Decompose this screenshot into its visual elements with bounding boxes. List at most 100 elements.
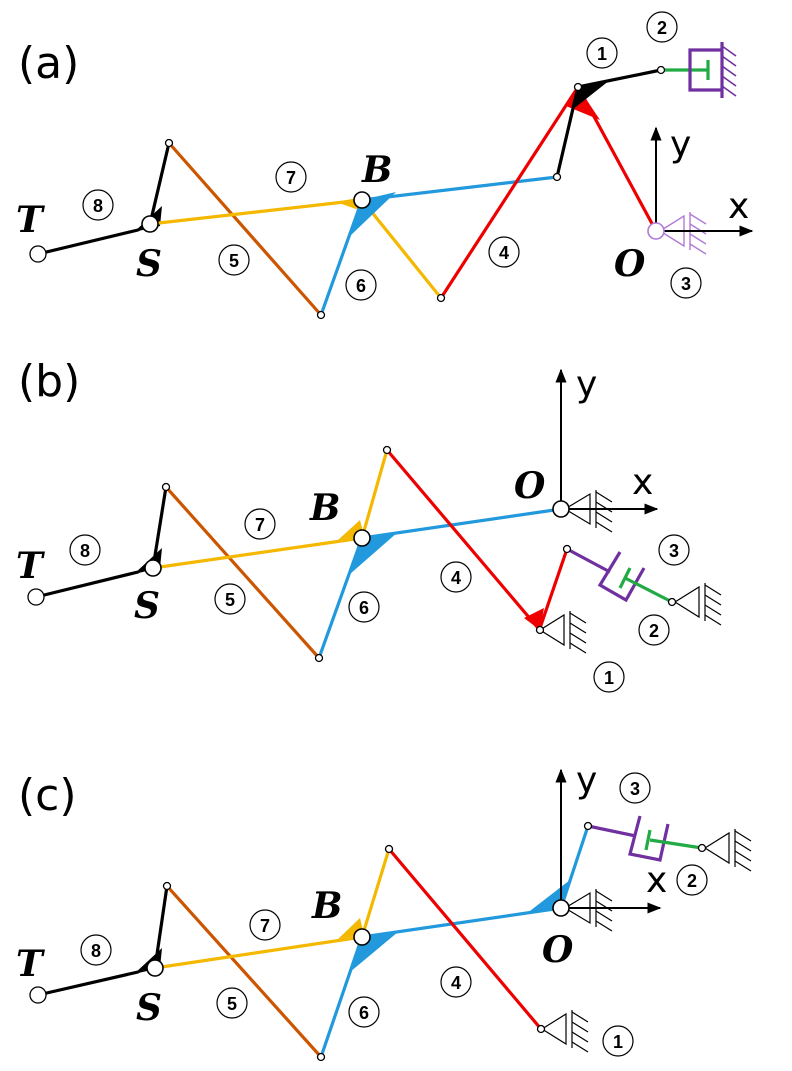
panel-c: (c) bbox=[16, 760, 752, 1062]
support-2-b bbox=[673, 583, 722, 626]
link-1-upper bbox=[576, 68, 663, 89]
spring-2-cap-c bbox=[644, 829, 652, 851]
svg-text:6: 6 bbox=[359, 1003, 369, 1023]
marker-5-c: 5 bbox=[216, 987, 248, 1019]
joint-b-2 bbox=[314, 653, 324, 663]
damper-link-b bbox=[566, 547, 611, 574]
joint-a-1 bbox=[164, 138, 174, 148]
marker-3-c: 3 bbox=[619, 772, 651, 804]
svg-text:8: 8 bbox=[93, 196, 103, 216]
svg-text:1: 1 bbox=[604, 668, 614, 688]
marker-8-c: 8 bbox=[80, 934, 112, 966]
marker-8-a: 8 bbox=[82, 189, 114, 221]
link-5-c bbox=[165, 884, 323, 1059]
joint-b-4 bbox=[535, 625, 545, 635]
svg-text:6: 6 bbox=[359, 598, 369, 618]
svg-text:5: 5 bbox=[225, 590, 235, 610]
marker-5-a: 5 bbox=[218, 244, 250, 276]
svg-text:2: 2 bbox=[649, 621, 659, 641]
link-7-b bbox=[151, 536, 364, 570]
marker-7-b: 7 bbox=[244, 508, 276, 540]
marker-8-b: 8 bbox=[69, 534, 101, 566]
spring-2-cap-b bbox=[618, 567, 632, 589]
joint-a-3 bbox=[436, 293, 446, 303]
joint-s-b bbox=[144, 559, 162, 577]
marker-4-b: 4 bbox=[440, 561, 472, 593]
point-label-o-c: O bbox=[542, 929, 574, 971]
svg-text:4: 4 bbox=[499, 243, 509, 263]
panel-label-c: (c) bbox=[18, 770, 77, 821]
point-label-b-c: B bbox=[311, 885, 342, 927]
marker-4-c: 4 bbox=[440, 966, 472, 998]
marker-4-a: 4 bbox=[488, 236, 520, 268]
marker-6-c: 6 bbox=[348, 996, 380, 1028]
link-6 bbox=[319, 198, 364, 317]
svg-text:7: 7 bbox=[260, 916, 270, 936]
joint-t-c bbox=[29, 986, 47, 1004]
damper-3-b bbox=[597, 551, 646, 603]
joint-s-a bbox=[141, 215, 159, 233]
marker-1-c: 1 bbox=[602, 1025, 634, 1057]
joint-a-5 bbox=[573, 82, 583, 92]
joint-o-a bbox=[647, 222, 665, 240]
point-label-b-b: B bbox=[309, 487, 340, 529]
panel-label-a: (a) bbox=[18, 38, 79, 89]
svg-text:1: 1 bbox=[613, 1032, 623, 1052]
panel-label-b: (b) bbox=[18, 356, 80, 407]
link-5 bbox=[167, 141, 323, 317]
link-4-plate-b bbox=[524, 608, 544, 630]
link-6-upper bbox=[360, 175, 559, 202]
axis-x-label-a: x bbox=[728, 186, 749, 227]
link-8-b bbox=[34, 570, 140, 599]
link-8 bbox=[36, 228, 140, 256]
marker-1-b: 1 bbox=[593, 661, 625, 693]
marker-7-a: 7 bbox=[275, 161, 307, 193]
svg-text:7: 7 bbox=[286, 168, 296, 188]
svg-text:6: 6 bbox=[356, 276, 366, 296]
damper-2-hatch bbox=[721, 45, 737, 97]
marker-7-c: 7 bbox=[249, 909, 281, 941]
joint-b-c bbox=[353, 928, 371, 946]
joint-t-b bbox=[27, 588, 45, 606]
marker-2-b: 2 bbox=[638, 614, 670, 646]
joint-s-c bbox=[146, 959, 164, 977]
axis-y-label-c: y bbox=[576, 760, 597, 801]
point-label-t-c: T bbox=[16, 943, 45, 985]
svg-text:8: 8 bbox=[91, 941, 101, 961]
link-4-right-b bbox=[538, 547, 569, 630]
svg-text:5: 5 bbox=[229, 251, 239, 271]
point-label-s-a: S bbox=[136, 243, 162, 285]
marker-2-c: 2 bbox=[676, 864, 708, 896]
support-o-a-hatch bbox=[689, 213, 707, 255]
marker-5-b: 5 bbox=[214, 583, 246, 615]
link-5-b bbox=[164, 485, 321, 660]
damper-link-c bbox=[587, 824, 637, 838]
support-o-b bbox=[563, 490, 613, 533]
joint-c-6 bbox=[697, 843, 707, 853]
panel-b: (b) bbox=[16, 356, 722, 693]
svg-text:8: 8 bbox=[80, 541, 90, 561]
link-8-upper-b bbox=[151, 485, 168, 570]
point-label-o-a: O bbox=[614, 243, 646, 285]
axis-y-label-b: y bbox=[576, 364, 597, 405]
support-1-c bbox=[540, 1010, 589, 1053]
panel-a: (a) bbox=[16, 11, 754, 320]
spring-2-c bbox=[649, 838, 703, 850]
joint-a-2 bbox=[316, 310, 326, 320]
link-7-lower bbox=[360, 198, 443, 300]
marker-6-a: 6 bbox=[345, 269, 377, 301]
link-6-right-c bbox=[559, 824, 590, 910]
svg-text:2: 2 bbox=[687, 871, 697, 891]
svg-text:4: 4 bbox=[451, 973, 461, 993]
marker-1-a: 1 bbox=[586, 37, 618, 69]
axis-x-label-c: x bbox=[646, 860, 667, 901]
svg-text:5: 5 bbox=[227, 994, 237, 1014]
marker-3-b: 3 bbox=[658, 534, 690, 566]
svg-text:4: 4 bbox=[451, 568, 461, 588]
joint-t-a bbox=[29, 245, 47, 263]
joint-o-b bbox=[552, 500, 570, 518]
svg-text:7: 7 bbox=[255, 515, 265, 535]
point-label-t-b: T bbox=[16, 545, 45, 587]
joint-c-2 bbox=[316, 1052, 326, 1062]
